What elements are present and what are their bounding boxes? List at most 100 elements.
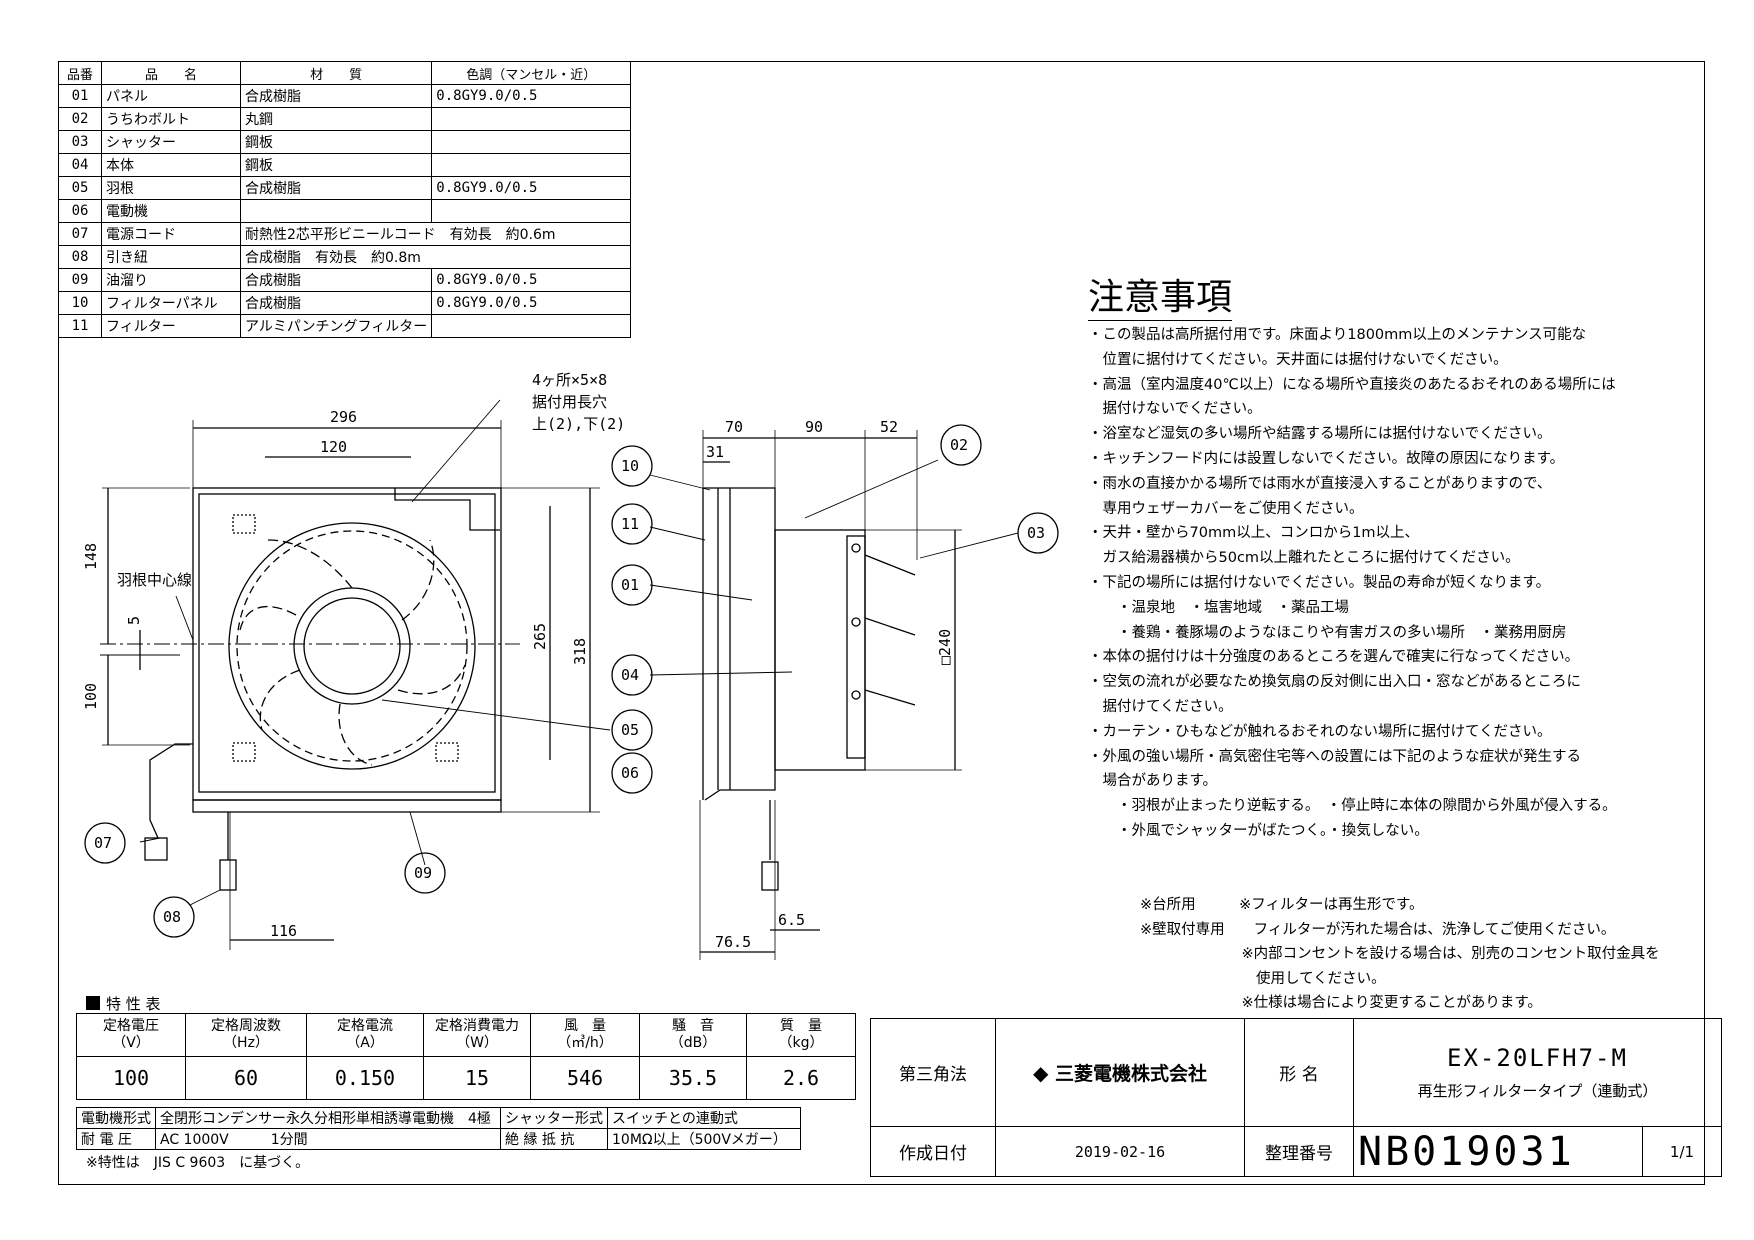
spec-header-name: 定格電圧 (103, 1018, 159, 1034)
caution-line: ・空気の流れが必要なため換気扇の反対側に出入口・窓などがあるところに (1088, 674, 1581, 691)
company-name: 三菱電機株式会社 (1055, 1063, 1208, 1085)
insulation-value: 10MΩ以上（500Vメガー） (607, 1128, 801, 1150)
spec-value: 35.5 (639, 1056, 747, 1100)
spec-header-name: 風 量 (564, 1018, 606, 1034)
spec-header-unit: （A） (346, 1035, 384, 1051)
spec-header-name: 質 量 (780, 1018, 822, 1034)
shutter-label: シャッター形式 (500, 1107, 608, 1129)
motor-label: 電動機形式 (76, 1107, 156, 1129)
callout-05: 05 (621, 721, 639, 739)
parts-cell-no: 02 (58, 107, 102, 131)
spec-header-unit: （V） (112, 1035, 150, 1051)
parts-cell-material: 鋼板 (239, 130, 433, 154)
number-value: NB019031 (1353, 1126, 1643, 1177)
spec-header: 騒 音（dB） (639, 1013, 747, 1057)
caution-line: ・雨水の直接かかる場所では雨水が直接浸入することがありますので、 (1088, 475, 1552, 492)
callout-08: 08 (163, 908, 181, 926)
front-panel-inner (198, 493, 496, 793)
caution-line: ・カーテン・ひもなどが触れるおそれのない場所に据付けてください。 (1088, 723, 1552, 740)
insulation-label: 絶 縁 抵 抗 (500, 1128, 608, 1150)
caution-line: ・外風の強い場所・高気密住宅等への設置には下記のような症状が発生する (1088, 748, 1581, 765)
model-name: EX-20LFH7-M (1447, 1044, 1628, 1072)
square-icon (86, 996, 100, 1010)
caution-line: ・浴室など湿気の多い場所や結露する場所には据付けないでください。 (1088, 426, 1552, 443)
caution-line: 場合があります。 (1088, 773, 1218, 790)
caution-line: 据付けないでください。 (1088, 401, 1262, 418)
parts-cell-material: アルミパンチングフィルター (239, 314, 433, 338)
parts-header-row: 品番 品 名 材 質 色調（マンセル・近） (58, 61, 632, 85)
spec-header: 定格電圧（V） (76, 1013, 186, 1057)
spec-header: 定格電流（A） (306, 1013, 424, 1057)
dim-76-5: 76.5 (715, 933, 751, 951)
callout-01: 01 (621, 576, 639, 594)
spec-header-unit: （dB） (669, 1035, 717, 1051)
caution-line: ・高温（室内温度40℃以上）になる場所や直接炎のあたるおそれのある場所には (1088, 376, 1616, 393)
fan-outer-ring (228, 522, 476, 770)
spec-value: 100 (76, 1056, 186, 1100)
caution-line: ・天井・壁から70mm以上、コンロから1m以上、 (1088, 525, 1420, 542)
company-cell: ◆ 三菱電機株式会社 (995, 1018, 1245, 1127)
model-cell: EX-20LFH7-M 再生形フィルタータイプ（連動式） (1353, 1018, 1722, 1127)
remark-line: ※仕様は場合により変更することがあります。 (1140, 995, 1542, 1012)
caution-line: ・養鶏・養豚場のようなほこりや有害ガスの多い場所 ・業務用厨房 (1088, 624, 1567, 641)
spec-table: 定格電圧（V）定格周波数（Hz）定格電流（A）定格消費電力（W）風 量（㎥/h）… (76, 1013, 856, 1100)
parts-cell-color: 0.8GY9.0/0.5 (431, 291, 632, 315)
dim-148: 148 (82, 543, 100, 570)
dim-296: 296 (330, 408, 357, 426)
remark-line: ※内部コンセントを設ける場合は、別売のコンセント取付金具を (1140, 946, 1660, 963)
parts-cell-material: 合成樹脂 有効長 約0.8m (239, 245, 632, 269)
withstand-label: 耐 電 圧 (76, 1128, 156, 1150)
drawing-frame (58, 61, 1705, 1185)
fan-center-label: 羽根中心線 (117, 571, 192, 589)
dim-90: 90 (805, 418, 823, 436)
spec-header-name: 定格周波数 (211, 1018, 281, 1034)
caution-line: 位置に据付けてください。天井面には据付けないでください。 (1088, 351, 1508, 368)
parts-cell-material: 鋼板 (239, 153, 433, 177)
spec-title-text: 特 性 表 (106, 995, 161, 1013)
parts-cell-color: 0.8GY9.0/0.5 (431, 84, 632, 108)
parts-cell-material: 耐熱性2芯平形ビニールコード 有効長 約0.6m (239, 222, 632, 246)
model-label: 形 名 (1244, 1018, 1354, 1127)
dim-5: 5 (125, 616, 143, 625)
callout-04: 04 (621, 666, 639, 684)
remark-line: 使用してください。 (1140, 970, 1386, 987)
parts-cell-name: シャッター (101, 130, 241, 154)
parts-cell-name: フィルターパネル (101, 291, 241, 315)
title-block: 第三角法 ◆ 三菱電機株式会社 形 名 EX-20LFH7-M 再生形フィルター… (870, 1018, 1722, 1177)
dim-240: □240 (936, 629, 954, 665)
parts-cell-color (431, 314, 632, 338)
parts-cell-name: フィルター (101, 314, 241, 338)
spec-header-unit: （㎥/h） (557, 1035, 613, 1051)
caution-line: 専用ウェザーカバーをご使用ください。 (1088, 500, 1364, 517)
parts-cell-name: 本体 (101, 153, 241, 177)
parts-cell-material: 丸鋼 (239, 107, 433, 131)
spec-footnote: ※特性は JIS C 9603 に基づく。 (86, 1155, 310, 1171)
parts-cell-color: 0.8GY9.0/0.5 (431, 268, 632, 292)
hole-note-3: 上(2),下(2) (532, 415, 625, 433)
remarks: ※台所用 ※フィルターは再生形です。※壁取付専用 フィルターが汚れた場合は、洗浄… (1140, 893, 1660, 1016)
spec-value: 15 (423, 1056, 531, 1100)
date-value: 2019-02-16 (995, 1126, 1245, 1177)
parts-cell-name: 電源コード (101, 222, 241, 246)
spec-header-unit: （W） (456, 1035, 498, 1051)
oil-tray-outline (192, 799, 502, 813)
callout-09: 09 (414, 864, 432, 882)
spec-header-unit: （kg） (778, 1035, 824, 1051)
number-label: 整理番号 (1244, 1126, 1354, 1177)
spec-header: 風 量（㎥/h） (530, 1013, 640, 1057)
dim-318: 318 (571, 638, 589, 665)
dim-52: 52 (880, 418, 898, 436)
parts-cell-material: 合成樹脂 (239, 84, 433, 108)
spec-header-name: 騒 音 (672, 1018, 714, 1034)
model-desc: 再生形フィルタータイプ（連動式） (1417, 1082, 1658, 1100)
dim-31: 31 (706, 443, 724, 461)
remark-line: ※台所用 ※フィルターは再生形です。 (1140, 897, 1424, 913)
dim-120: 120 (320, 438, 347, 456)
parts-cell-no: 11 (58, 314, 102, 338)
